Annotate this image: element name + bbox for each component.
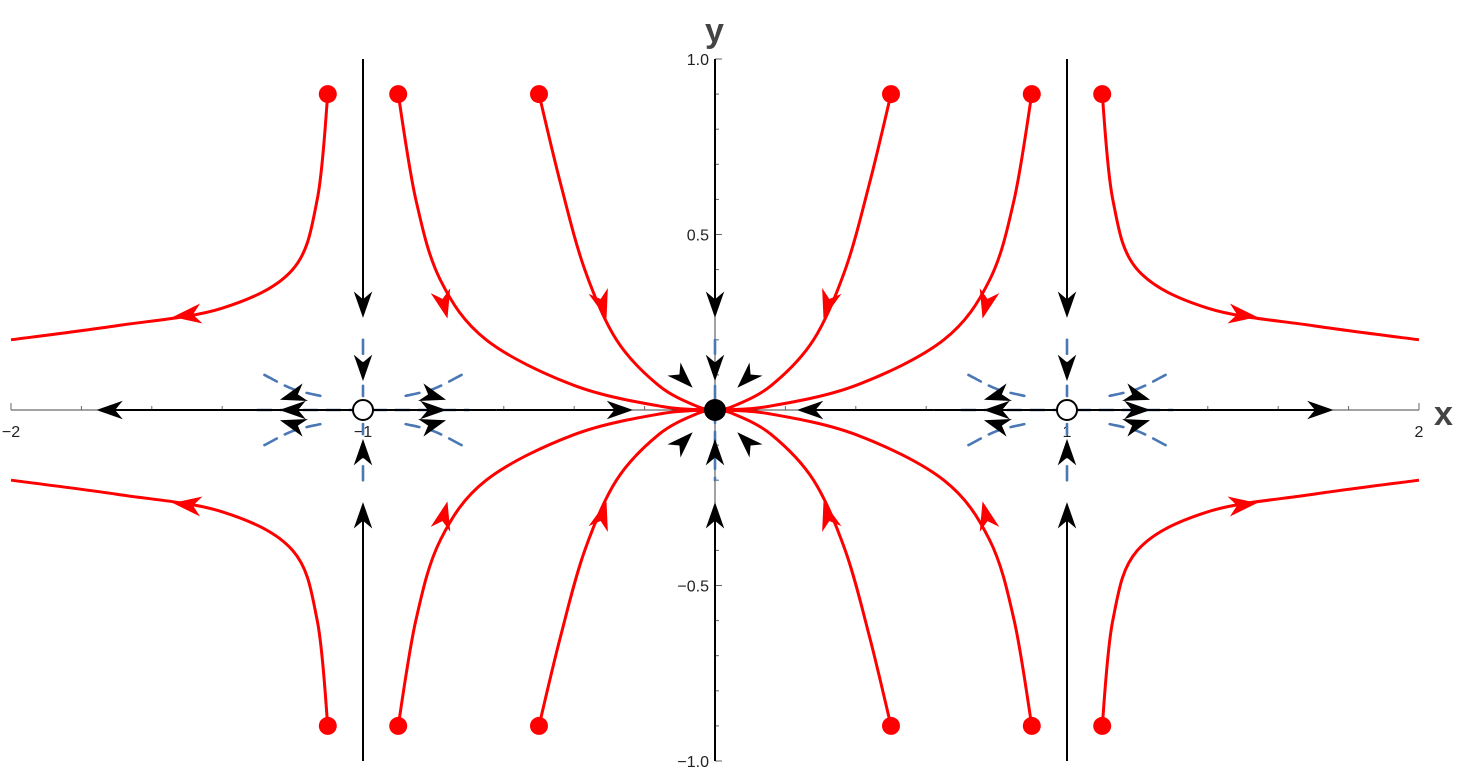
trajectory-start-point — [318, 716, 337, 735]
trajectory-start-point — [318, 85, 337, 104]
arrows-layer — [172, 288, 1258, 532]
trajectory-start-point — [389, 716, 408, 735]
axis-flow-arrow — [96, 400, 123, 420]
trajectory-arrow — [588, 501, 608, 532]
trajectory-start-point — [530, 716, 548, 735]
trajectory-start-point — [882, 85, 900, 104]
labels-layer: x y — [705, 12, 1453, 433]
local-flow-arrow — [418, 383, 447, 402]
manifold-curve — [403, 373, 463, 398]
local-flow-arrow — [705, 354, 725, 382]
trajectory-arrow — [979, 501, 1000, 532]
trajectory-arrow — [1227, 496, 1258, 517]
axis-flow-arrow — [796, 400, 824, 420]
trajectory-arrow — [172, 303, 203, 324]
local-flow-arrow — [1122, 418, 1151, 437]
local-flow-arrow — [1122, 383, 1151, 402]
trajectory-start-point — [1022, 85, 1041, 104]
axis-flow-arrow — [606, 400, 634, 420]
trajectory-curve — [537, 408, 716, 727]
trajectory-arrow — [588, 288, 608, 319]
axis-segments-layer — [96, 59, 1334, 761]
y-tick-label: −1.0 — [677, 754, 709, 771]
local-flow-arrow — [737, 432, 763, 458]
local-flow-arrow — [705, 438, 725, 466]
trajectory-curve — [396, 93, 716, 412]
equilibria-layer — [352, 399, 1078, 421]
trajectory-arrow — [822, 501, 842, 532]
local-flow-arrow — [1057, 438, 1077, 466]
trajectory-curve — [714, 93, 1034, 412]
y-tick-label: 0.5 — [687, 228, 709, 245]
local-flow-arrow — [1124, 400, 1151, 420]
local-flow-arrow — [279, 418, 308, 437]
local-flow-arrow — [983, 418, 1012, 437]
local-flow-arrow — [667, 432, 693, 458]
local-flow-arrow — [983, 400, 1010, 420]
trajectory-start-point — [1093, 85, 1112, 104]
trajectory-arrow — [430, 501, 451, 532]
trajectory-arrow — [172, 496, 203, 517]
trajectory-start-point — [1022, 716, 1041, 735]
manifold-curve — [403, 422, 463, 447]
manifold-curve — [1107, 373, 1167, 398]
axis-flow-arrow — [705, 502, 725, 529]
trajectory-curve — [714, 408, 893, 727]
trajectory-curve — [1100, 478, 1420, 727]
local-flow-arrow — [420, 400, 447, 420]
local-flow-arrow — [353, 354, 373, 382]
local-flow-arrow — [353, 438, 373, 466]
local-flow-arrow — [1057, 354, 1077, 382]
saddle-equilibrium — [1056, 399, 1078, 421]
trajectory-curve — [10, 478, 330, 727]
trajectory-curve — [1100, 93, 1420, 342]
manifold-curve — [263, 373, 323, 398]
trajectory-start-point — [389, 85, 408, 104]
trajectories-layer — [10, 85, 1420, 735]
local-flow-arrow — [279, 400, 306, 420]
trajectory-arrow — [979, 288, 1000, 319]
local-flow-arrow — [279, 383, 308, 402]
local-flow-arrow — [737, 362, 763, 388]
x-tick-label: −2 — [2, 424, 20, 441]
axis-flow-arrow — [353, 502, 373, 529]
trajectory-arrow — [822, 288, 842, 319]
axis-flow-arrow — [353, 291, 373, 318]
y-tick-label: −0.5 — [677, 579, 709, 596]
axis-flow-arrow — [1057, 291, 1077, 318]
x-tick-label: 2 — [1415, 424, 1424, 441]
trajectory-curve — [10, 93, 330, 342]
trajectory-curve — [537, 93, 716, 412]
trajectory-arrow — [1227, 303, 1258, 324]
trajectory-start-point — [530, 85, 548, 104]
trajectory-arrow — [430, 288, 451, 319]
axis-flow-arrow — [705, 291, 725, 318]
trajectory-start-point — [882, 716, 900, 735]
manifold-curve — [263, 422, 323, 447]
axis-flow-arrow — [1307, 400, 1334, 420]
local-flow-arrow — [418, 418, 447, 437]
trajectory-curve — [396, 408, 716, 727]
manifold-curve — [967, 373, 1027, 398]
y-tick-label: 1.0 — [687, 52, 709, 69]
trajectory-curve — [714, 93, 893, 412]
x-axis-label: x — [1434, 395, 1453, 433]
local-flow-arrow — [667, 362, 693, 388]
saddle-equilibrium — [352, 399, 374, 421]
axis-flow-arrow — [1057, 502, 1077, 529]
local-flow-arrow — [983, 383, 1012, 402]
manifold-curve — [1107, 422, 1167, 447]
trajectory-curve — [714, 408, 1034, 727]
manifold-curve — [967, 422, 1027, 447]
trajectory-start-point — [1093, 716, 1112, 735]
stable-equilibrium — [704, 399, 726, 421]
y-axis-label: y — [705, 12, 724, 50]
